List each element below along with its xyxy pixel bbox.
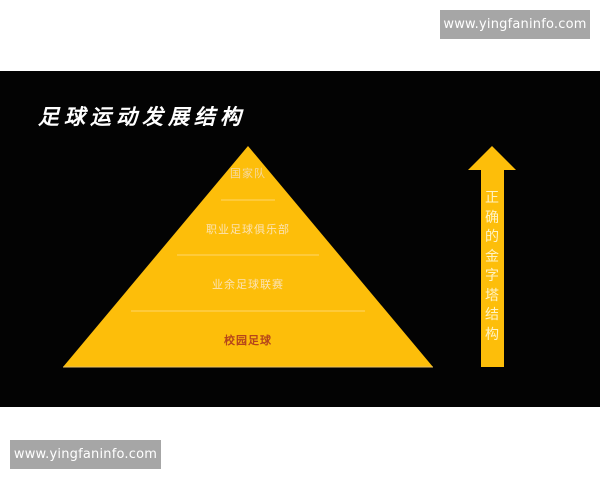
layer-label: 校园足球 (224, 334, 272, 347)
pyramid-diagram (63, 146, 516, 368)
pyramid-layer-campus-football: 校园足球 (224, 332, 272, 348)
pyramid-layer-amateur-league: 业余足球联赛 (212, 276, 284, 292)
pyramid-layer-national-team: 国家队 (230, 165, 266, 181)
layer-label: 国家队 (230, 167, 266, 180)
pyramid-shape (63, 146, 433, 367)
slide: 足球运动发展结构 国家队 职业足球俱乐部 业余足球联赛 校园足球 正确的金字塔结… (0, 71, 600, 407)
layer-label: 业余足球联赛 (212, 278, 284, 291)
arrow-label: 正确的金字塔结构 (485, 190, 499, 343)
pyramid-layer-pro-clubs: 职业足球俱乐部 (206, 221, 290, 237)
watermark-top: www.yingfaninfo.com (440, 10, 590, 39)
watermark-bottom: www.yingfaninfo.com (10, 440, 161, 469)
layer-label: 职业足球俱乐部 (206, 223, 290, 236)
up-arrow-icon (468, 146, 516, 367)
slide-title: 足球运动发展结构 (38, 104, 246, 129)
